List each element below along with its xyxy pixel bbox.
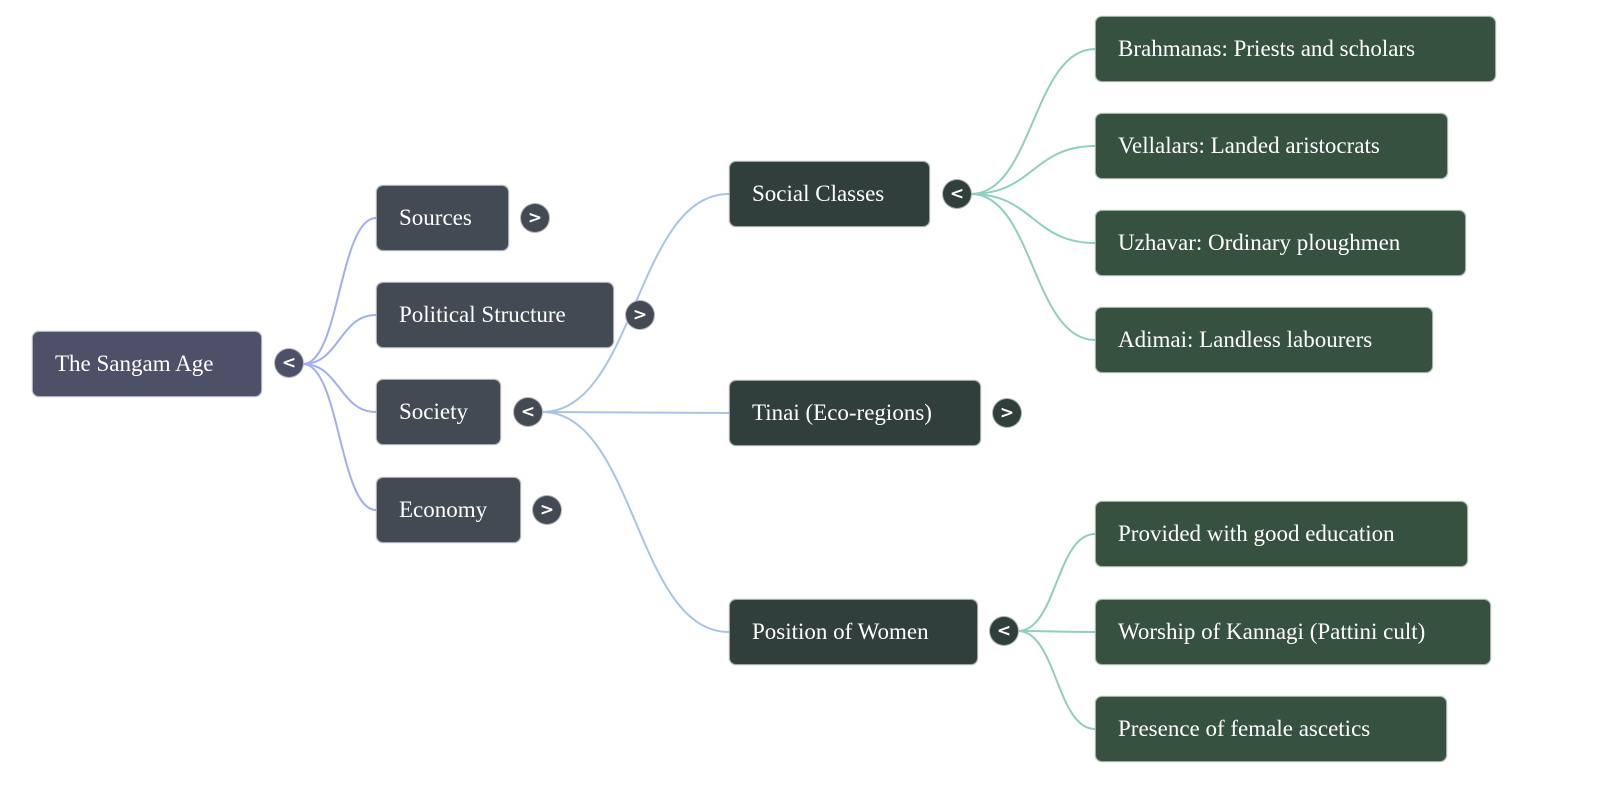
edge-root-political-structure xyxy=(302,314,377,365)
node-good-education[interactable]: Provided with good education xyxy=(1095,501,1468,567)
edge-society-position-of-women xyxy=(541,411,730,633)
position-of-women-collapse-toggle[interactable]: < xyxy=(989,616,1019,646)
node-label: Social Classes xyxy=(752,181,885,206)
node-label: Adimai: Landless labourers xyxy=(1118,327,1373,352)
collapse-chevron-icon: < xyxy=(996,620,1012,641)
node-label: Uzhavar: Ordinary ploughmen xyxy=(1118,230,1401,255)
edge-adimai xyxy=(970,193,1096,341)
node-label: Brahmanas: Priests and scholars xyxy=(1118,36,1416,61)
edge-root-economy xyxy=(302,363,377,511)
edge-uzhavar xyxy=(970,193,1096,244)
node-kannagi-worship[interactable]: Worship of Kannagi (Pattini cult) xyxy=(1095,599,1491,665)
node-label: Tinai (Eco-regions) xyxy=(752,400,932,425)
node-label: Provided with good education xyxy=(1118,521,1395,546)
node-vellalars[interactable]: Vellalars: Landed aristocrats xyxy=(1095,113,1448,179)
node-sources[interactable]: Sources xyxy=(376,185,509,251)
expand-chevron-icon: > xyxy=(539,499,555,520)
collapse-chevron-icon: < xyxy=(949,183,965,204)
node-position-of-women[interactable]: Position of Women xyxy=(729,599,978,665)
expand-chevron-icon: > xyxy=(999,402,1015,423)
sources-expand-toggle[interactable]: > xyxy=(520,203,550,233)
node-female-ascetics[interactable]: Presence of female ascetics xyxy=(1095,696,1447,762)
node-uzhavar[interactable]: Uzhavar: Ordinary ploughmen xyxy=(1095,210,1466,276)
tinai-expand-toggle[interactable]: > xyxy=(992,398,1022,428)
collapse-chevron-icon: < xyxy=(520,401,536,422)
node-political-structure[interactable]: Political Structure xyxy=(376,282,614,348)
economy-expand-toggle[interactable]: > xyxy=(532,495,562,525)
node-label: Economy xyxy=(399,497,488,522)
collapse-chevron-icon: < xyxy=(281,352,297,373)
edge-society-tinai xyxy=(541,411,730,414)
node-tinai[interactable]: Tinai (Eco-regions) xyxy=(729,380,981,446)
political-structure-expand-toggle[interactable]: > xyxy=(625,300,655,330)
node-economy[interactable]: Economy xyxy=(376,477,521,543)
node-label: Presence of female ascetics xyxy=(1118,716,1371,741)
node-brahmanas[interactable]: Brahmanas: Priests and scholars xyxy=(1095,16,1496,82)
root-node-label: The Sangam Age xyxy=(55,351,214,376)
root-node[interactable]: The Sangam Age xyxy=(32,331,262,397)
root-collapse-toggle[interactable]: < xyxy=(274,348,304,378)
edge-female-ascetics xyxy=(1017,630,1096,730)
node-social-classes[interactable]: Social Classes xyxy=(729,161,930,227)
social-classes-collapse-toggle[interactable]: < xyxy=(942,179,972,209)
node-label: Sources xyxy=(399,205,472,230)
node-label: Worship of Kannagi (Pattini cult) xyxy=(1118,619,1426,644)
edge-vellalars xyxy=(970,145,1096,195)
edge-root-sources xyxy=(302,217,377,365)
node-label: Position of Women xyxy=(752,619,929,644)
society-collapse-toggle[interactable]: < xyxy=(513,397,543,427)
edge-good-education xyxy=(1017,533,1096,632)
edge-brahmanas xyxy=(970,48,1096,195)
expand-chevron-icon: > xyxy=(527,207,543,228)
edge-root-society xyxy=(302,363,377,413)
node-label: Vellalars: Landed aristocrats xyxy=(1118,133,1380,158)
node-adimai[interactable]: Adimai: Landless labourers xyxy=(1095,307,1433,373)
node-label: Society xyxy=(399,399,468,424)
edge-kannagi-worship xyxy=(1017,630,1096,633)
node-label: Political Structure xyxy=(399,302,566,327)
node-society[interactable]: Society xyxy=(376,379,501,445)
expand-chevron-icon: > xyxy=(632,304,648,325)
